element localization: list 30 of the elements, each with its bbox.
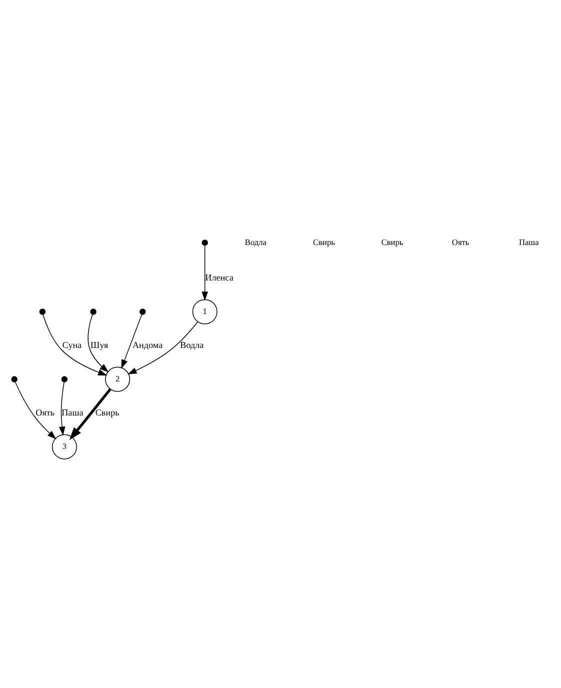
arrow xyxy=(42,314,108,376)
arrow xyxy=(128,321,198,374)
arrow xyxy=(14,382,56,440)
edge-label: Суна xyxy=(62,340,82,350)
label: Свирь xyxy=(313,238,335,247)
edge-label: Оять xyxy=(36,407,55,418)
arrow xyxy=(88,314,109,372)
edge-label: Иленса xyxy=(205,272,234,282)
label: Водла xyxy=(244,238,266,247)
node-dot xyxy=(140,308,146,315)
node-circle: 2 xyxy=(105,366,130,392)
node-dot xyxy=(202,240,208,246)
arrow xyxy=(202,245,208,301)
edge-label: Шуя xyxy=(90,340,108,350)
arrow xyxy=(121,314,142,369)
node-circle: 3 xyxy=(52,434,77,460)
edge-label: Водла xyxy=(180,340,204,350)
node-dot xyxy=(61,376,68,382)
arrow xyxy=(69,388,112,440)
label: Свирь xyxy=(381,238,404,247)
arrow xyxy=(58,382,66,436)
label: Паша xyxy=(518,238,539,247)
label: Оять xyxy=(452,238,470,247)
edge-label: Свирь xyxy=(95,407,120,418)
node-dot xyxy=(39,308,46,315)
edge-label: Андома xyxy=(132,340,163,350)
edge-label: Паша xyxy=(62,407,84,418)
node-dot xyxy=(11,376,18,382)
node-dot xyxy=(90,308,96,315)
node-circle: 1 xyxy=(192,299,218,324)
